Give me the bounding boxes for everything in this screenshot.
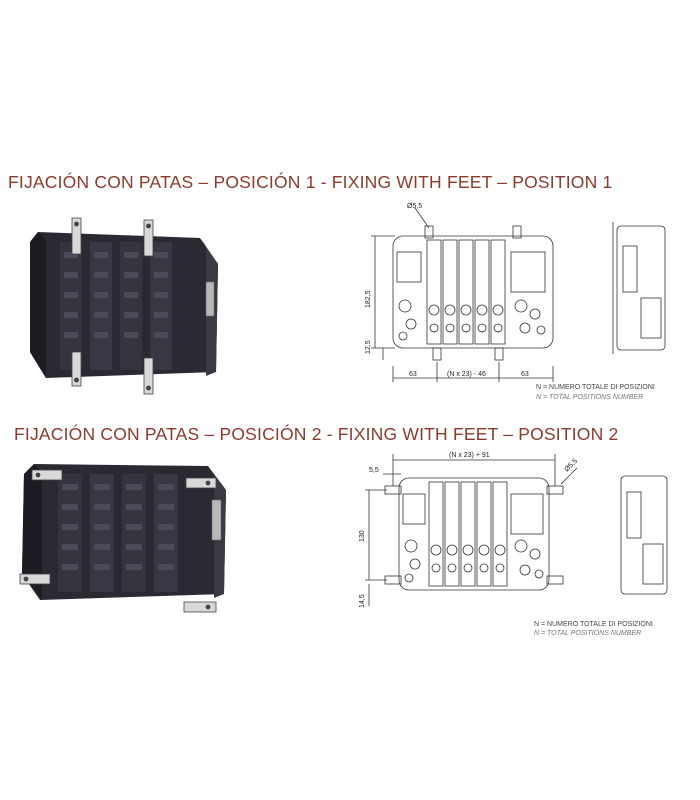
product-3d-position-1	[30, 217, 218, 395]
technical-drawing-position-1: Ø5,5 182,5 12,5 63 (N x 23) - 46 63	[365, 203, 666, 382]
dim-top-width-2: (N x 23) + 91	[449, 452, 490, 459]
note-english-2: N = TOTAL POSITIONS NUMBER	[534, 630, 642, 635]
connector	[205, 281, 215, 317]
mounting-feet	[19, 469, 217, 613]
note-italian-2: N = NUMERO TOTALE DI POSIZIONI	[534, 621, 653, 628]
dim-height-1: 182,5	[365, 290, 372, 308]
product-3d-position-2	[19, 464, 226, 613]
dim-hole-1: Ø5,5	[407, 203, 422, 210]
dim-foot-height-2: 14,5	[359, 594, 366, 608]
valve-modules	[58, 474, 178, 592]
dim-hole-2: Ø5,5	[563, 458, 579, 474]
dim-middle-width-1: (N x 23) - 46	[447, 371, 486, 378]
connector	[211, 499, 222, 541]
dim-right-width-1: 63	[521, 371, 529, 378]
valve-modules	[60, 242, 172, 370]
note-italian-1: N = NUMERO TOTALE DI POSIZIONI	[536, 384, 655, 391]
dim-height-2: 130	[359, 530, 366, 542]
title-position-2: FIJACIÓN CON PATAS – POSICIÓN 2 - FIXING…	[14, 424, 619, 444]
dim-left-width-1: 63	[409, 371, 417, 378]
title-position-1: FIJACIÓN CON PATAS – POSICIÓN 1 - FIXING…	[8, 172, 613, 192]
dim-foot-offset-2: 5,5	[369, 467, 379, 474]
note-english-1: N = TOTAL POSITIONS NUMBER	[536, 394, 644, 401]
technical-drawing-position-2: (N x 23) + 91 5,5 Ø5,5 130 14,5	[359, 452, 668, 608]
mounting-feet	[71, 217, 154, 395]
dim-foot-height-1: 12,5	[365, 340, 372, 354]
